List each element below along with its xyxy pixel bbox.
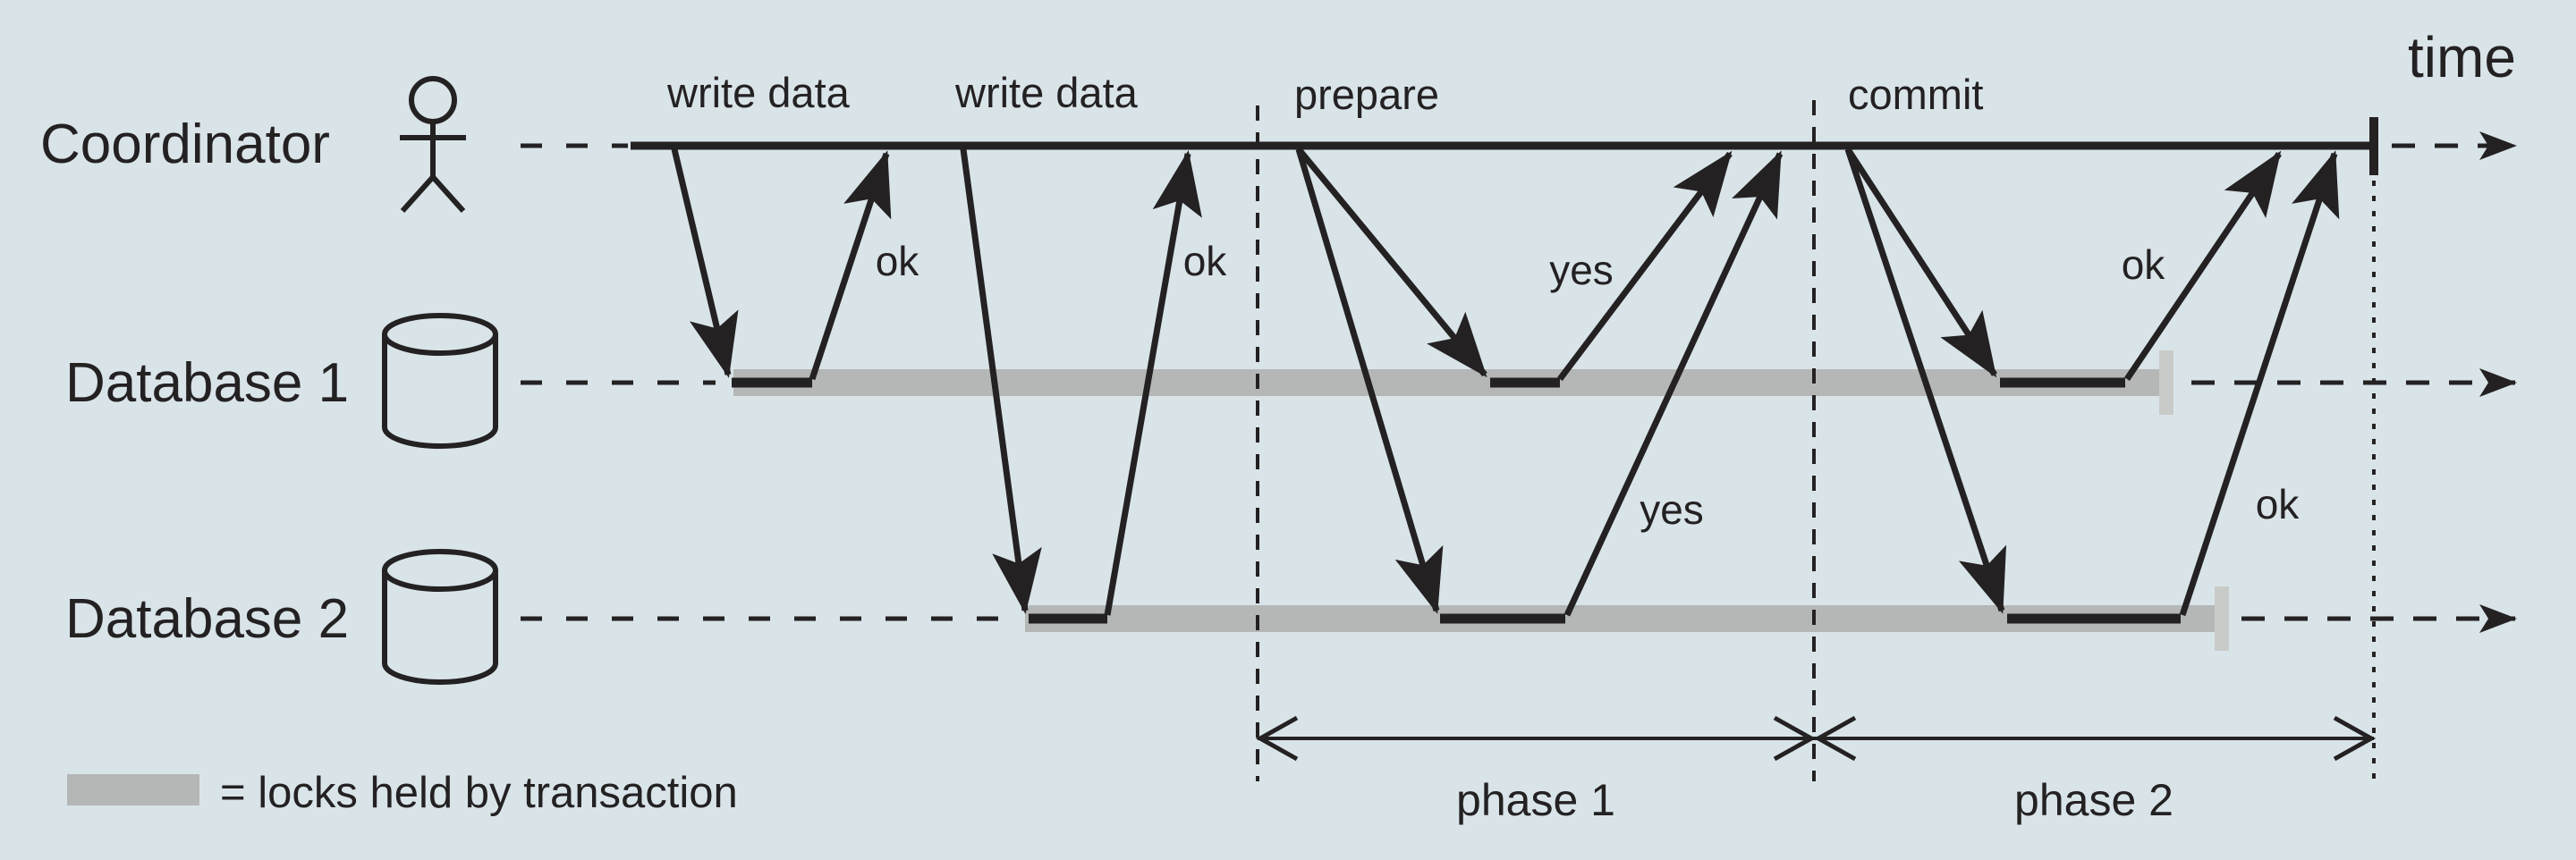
database-icon (382, 313, 498, 449)
lock-bar-swatch (67, 774, 199, 805)
phase1-label: phase 1 (1456, 775, 1615, 825)
message-label-prepare: prepare (1294, 71, 1439, 118)
legend-label: = locks held by transaction (220, 769, 738, 817)
legend: = locks held by transaction (67, 769, 738, 817)
coordinator-lifeline (521, 117, 2517, 175)
actor-label-database-2: Database 2 (65, 588, 349, 650)
database-icon (382, 549, 498, 685)
reply-label-ok-commit-db1: ok (2122, 241, 2166, 288)
reply-label-ok-commit-db2: ok (2256, 481, 2301, 527)
reply-label-yes-db2: yes (1640, 486, 1704, 533)
reply-label-ok-write1: ok (876, 238, 920, 284)
actor-label-database-1: Database 1 (65, 352, 349, 414)
phase2-extent-arrow (1813, 715, 2377, 762)
message-commit (1844, 148, 2340, 624)
phase1-extent-arrow (1255, 715, 1817, 762)
message-write-data-db2 (960, 148, 1202, 624)
message-label-write-data-1: write data (666, 69, 851, 116)
db2-lock-bar-end-cap (2215, 586, 2229, 651)
person-icon (400, 76, 466, 214)
reply-label-ok-write2: ok (1183, 238, 1228, 284)
actor-label-coordinator: Coordinator (40, 114, 330, 175)
message-label-write-data-2: write data (954, 69, 1139, 116)
message-label-commit: commit (1848, 71, 1983, 118)
db1-lock-bar-end-cap (2159, 350, 2174, 415)
phase2-label: phase 2 (2014, 775, 2174, 825)
message-prepare (1295, 147, 1784, 624)
message-write-data-db1 (671, 148, 892, 388)
reply-label-yes-db1: yes (1549, 247, 1614, 293)
time-axis-label: time (2408, 25, 2516, 89)
